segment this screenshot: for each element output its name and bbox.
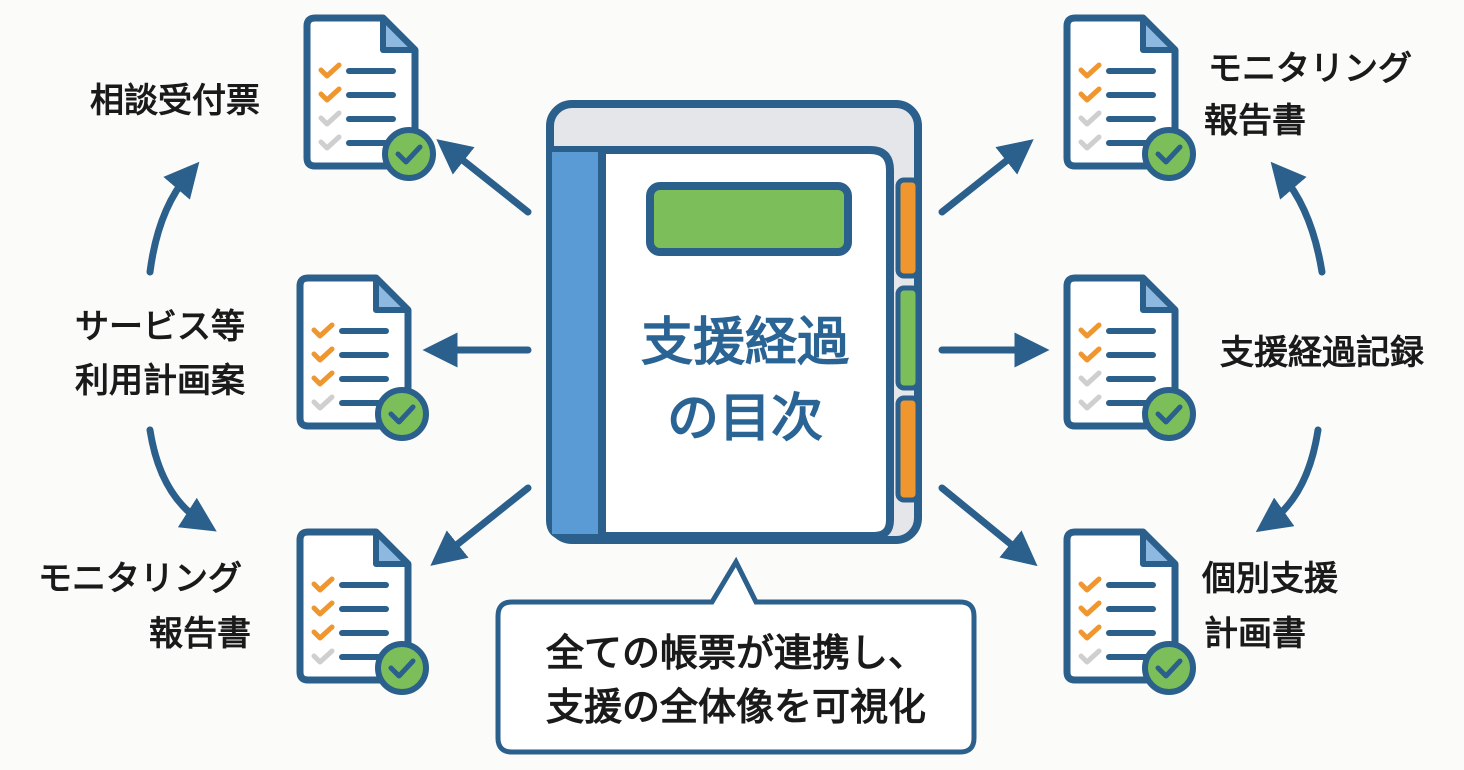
checkmark-icon: [1078, 648, 1102, 665]
book-spine: [552, 152, 600, 534]
checkmark-icon: [318, 134, 342, 151]
arrow-to-left-bottom: [430, 484, 532, 566]
center-book-icon: 支援経過 の目次: [546, 100, 922, 544]
book-tab-orange: [895, 395, 921, 503]
checkmark-icon: [1078, 576, 1102, 593]
checkmark-icon: [1078, 394, 1102, 411]
page-fold: [1140, 529, 1178, 567]
checkmark-icon: [1078, 370, 1102, 387]
cycle-arrow-left-down: [146, 426, 217, 532]
book-label-plate: [646, 182, 852, 256]
checkmark-icon: [1078, 346, 1102, 363]
checkmark-icon: [311, 624, 335, 641]
checkmark-icon: [311, 648, 335, 665]
checkmark-icon: [311, 394, 335, 411]
label-right-top-1: モニタリング: [1208, 49, 1412, 89]
document-icon-right-bottom: [1063, 528, 1196, 695]
checkmark-icon: [311, 600, 335, 617]
check-badge-icon: [1142, 387, 1196, 441]
checkmark-icon: [1078, 322, 1102, 339]
page-fold: [373, 275, 411, 313]
checkmark-icon: [318, 110, 342, 127]
cycle-arrow-right-down: [1255, 426, 1322, 533]
callout-box: 全ての帳票が連携し、 支援の全体像を可視化: [495, 556, 977, 755]
label-right-bottom-1: 個別支援: [1201, 559, 1339, 599]
label-left-top: 相談受付票: [90, 81, 260, 121]
checkmark-icon: [311, 346, 335, 363]
book-tab-green: [895, 285, 921, 391]
document-icon-left-middle: [296, 274, 429, 441]
check-badge-icon: [375, 641, 429, 695]
label-left-bottom-1: モニタリング: [38, 559, 242, 599]
label-right-middle: 支援経過記録: [1220, 333, 1425, 373]
document-icon-left-bottom: [296, 528, 429, 695]
check-badge-icon: [375, 387, 429, 441]
page-fold: [1140, 275, 1178, 313]
checkmark-icon: [318, 86, 342, 103]
cycle-arrow-right-up: [1270, 161, 1326, 276]
checkmark-icon: [1078, 134, 1102, 151]
callout-line2: 支援の全体像を可視化: [546, 685, 926, 729]
document-icon-left-top: [303, 14, 436, 181]
callout-line1: 全ての帳票が連携し、: [545, 631, 926, 675]
arrow-to-right-top: [938, 139, 1034, 216]
label-left-bottom-2: 報告書: [149, 614, 251, 654]
arrow-to-right-bottom: [938, 484, 1038, 567]
label-left-middle-1: サービス等: [75, 307, 245, 347]
check-badge-icon: [1142, 641, 1196, 695]
document-icon-right-top: [1063, 14, 1196, 181]
label-right-top-2: 報告書: [1204, 101, 1306, 141]
checkmark-icon: [311, 576, 335, 593]
checkmark-icon: [1078, 62, 1102, 79]
arrow-to-left-top: [436, 139, 532, 216]
checkmark-icon: [1078, 600, 1102, 617]
book-title-line2: の目次: [667, 389, 823, 449]
checkmark-icon: [311, 322, 335, 339]
book-title-line1: 支援経過: [641, 313, 850, 373]
label-left-middle-2: 利用計画案: [75, 361, 246, 401]
page-fold: [380, 15, 418, 53]
check-badge-icon: [382, 127, 436, 181]
checkmark-icon: [1078, 86, 1102, 103]
book-tab-orange: [895, 177, 921, 279]
label-right-bottom-2: 計画書: [1204, 614, 1306, 654]
document-icon-right-middle: [1063, 274, 1196, 441]
checkmark-icon: [1078, 110, 1102, 127]
checkmark-icon: [318, 62, 342, 79]
page-fold: [1140, 15, 1178, 53]
checkmark-icon: [311, 370, 335, 387]
page-fold: [373, 529, 411, 567]
cycle-arrow-left-up: [146, 161, 200, 276]
check-badge-icon: [1142, 127, 1196, 181]
checkmark-icon: [1078, 624, 1102, 641]
